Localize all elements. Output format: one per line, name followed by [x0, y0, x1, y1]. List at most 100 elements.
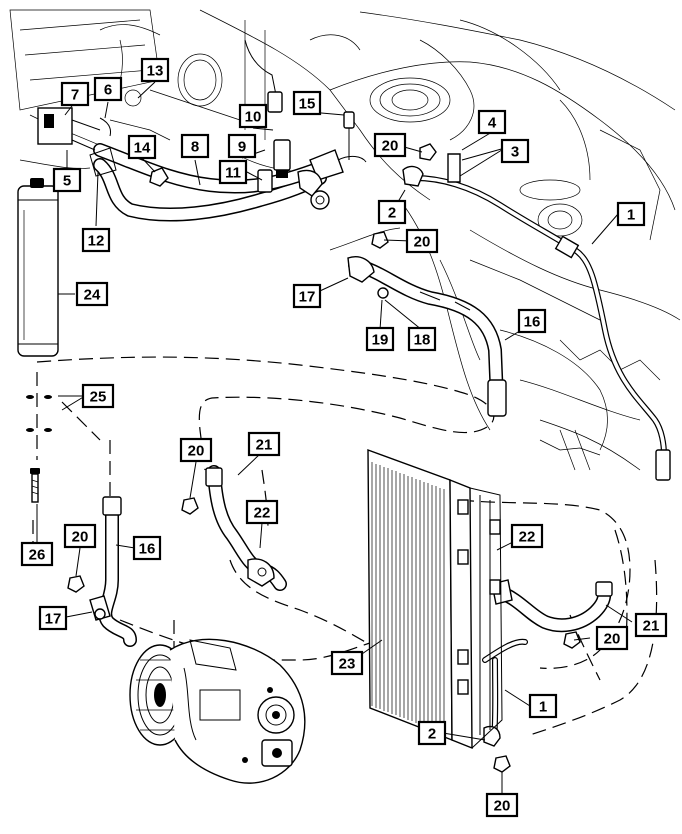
callout-number: 21 [643, 618, 660, 635]
callout-number: 19 [372, 332, 389, 349]
callout-box [132, 535, 162, 561]
callout-number: 8 [191, 139, 199, 156]
callout-number: 16 [524, 314, 541, 331]
callout-c1a: 1 [616, 201, 646, 227]
callout-box [477, 109, 507, 135]
callout-c2b: 2 [417, 720, 447, 746]
callout-box [81, 383, 115, 409]
receiver-drier-24 [17, 178, 59, 357]
callout-box [373, 132, 407, 158]
callout-number: 2 [428, 726, 436, 743]
callout-box [93, 76, 123, 102]
callout-c19: 19 [365, 326, 395, 352]
callout-number: 23 [339, 656, 356, 673]
callout-number: 16 [139, 541, 156, 558]
callout-number: 7 [71, 87, 79, 104]
callout-c20b: 20 [405, 228, 439, 254]
callout-box [81, 227, 111, 253]
callout-box [247, 431, 281, 457]
callout-c20a: 20 [373, 132, 407, 158]
callout-box [75, 281, 109, 307]
callout-number: 14 [134, 140, 151, 157]
liquid-line-1-lower [482, 638, 528, 747]
callout-c17b: 17 [38, 605, 68, 631]
callout-box [510, 523, 544, 549]
callout-c2a: 2 [377, 199, 407, 225]
callout-number: 18 [414, 332, 431, 349]
callout-box [180, 133, 210, 159]
callout-c20d: 20 [63, 523, 97, 549]
callout-c18: 18 [407, 326, 437, 352]
callout-number: 20 [604, 631, 621, 648]
suction-hose-21-left [205, 465, 287, 591]
callout-number: 2 [388, 205, 396, 222]
callout-number: 12 [88, 233, 105, 250]
callout-box [60, 81, 90, 107]
nuts-20 [67, 143, 581, 773]
callout-c5: 5 [52, 167, 82, 193]
callout-box [245, 499, 279, 525]
callout-box [63, 523, 97, 549]
ac-compressor [129, 638, 306, 784]
callout-number: 5 [63, 173, 71, 190]
callout-number: 10 [245, 109, 262, 126]
callout-number: 17 [45, 611, 62, 628]
callout-number: 1 [627, 207, 635, 224]
callout-box [227, 133, 257, 159]
callout-c26: 26 [20, 541, 54, 567]
callout-box [405, 228, 439, 254]
callout-number: 22 [254, 505, 271, 522]
callout-box [238, 103, 268, 129]
callout-box [595, 625, 629, 651]
liquid-line-1 [402, 153, 671, 481]
callout-c17a: 17 [292, 283, 322, 309]
callout-number: 1 [539, 699, 547, 716]
callout-number: 25 [90, 389, 107, 406]
callout-c14: 14 [127, 134, 157, 160]
callout-number: 3 [511, 144, 519, 161]
callout-box [417, 720, 447, 746]
callout-number: 15 [299, 96, 316, 113]
callout-box [330, 650, 364, 676]
callout-c24: 24 [75, 281, 109, 307]
callout-c20f: 20 [485, 792, 519, 818]
callout-c7: 7 [60, 81, 90, 107]
callout-c1b: 1 [528, 693, 558, 719]
callout-c13: 13 [140, 57, 170, 83]
callout-c4: 4 [477, 109, 507, 135]
bracket-5-6-7 [37, 107, 111, 151]
callout-number: 20 [72, 529, 89, 546]
callout-number: 9 [238, 139, 246, 156]
callout-number: 20 [494, 798, 511, 815]
callout-box [616, 201, 646, 227]
callout-c10: 10 [238, 103, 268, 129]
callout-number: 24 [84, 287, 101, 304]
callout-box [292, 90, 322, 116]
callout-box [377, 199, 407, 225]
callout-box [292, 283, 322, 309]
suction-hose-21-right [491, 579, 613, 633]
callout-c16a: 16 [517, 308, 547, 334]
callout-number: 20 [188, 443, 205, 460]
callout-c11: 11 [218, 159, 248, 185]
valve-core-15 [337, 111, 367, 163]
callout-box [500, 138, 530, 164]
callout-c6: 6 [93, 76, 123, 102]
callout-c15: 15 [292, 90, 322, 116]
callout-c20e: 20 [595, 625, 629, 651]
callout-c3: 3 [500, 138, 530, 164]
callout-box [179, 437, 213, 463]
callout-c9: 9 [227, 133, 257, 159]
callout-box [140, 57, 170, 83]
callout-box [517, 308, 547, 334]
callout-c21a: 21 [247, 431, 281, 457]
callout-number: 22 [519, 529, 536, 546]
callout-number: 6 [104, 82, 112, 99]
pressure-sensor-9-10-11 [244, 39, 291, 193]
leader-lines [36, 81, 633, 793]
discharge-line-16-lower [89, 496, 137, 647]
suction-line-8 [89, 143, 344, 222]
callout-box [407, 326, 437, 352]
